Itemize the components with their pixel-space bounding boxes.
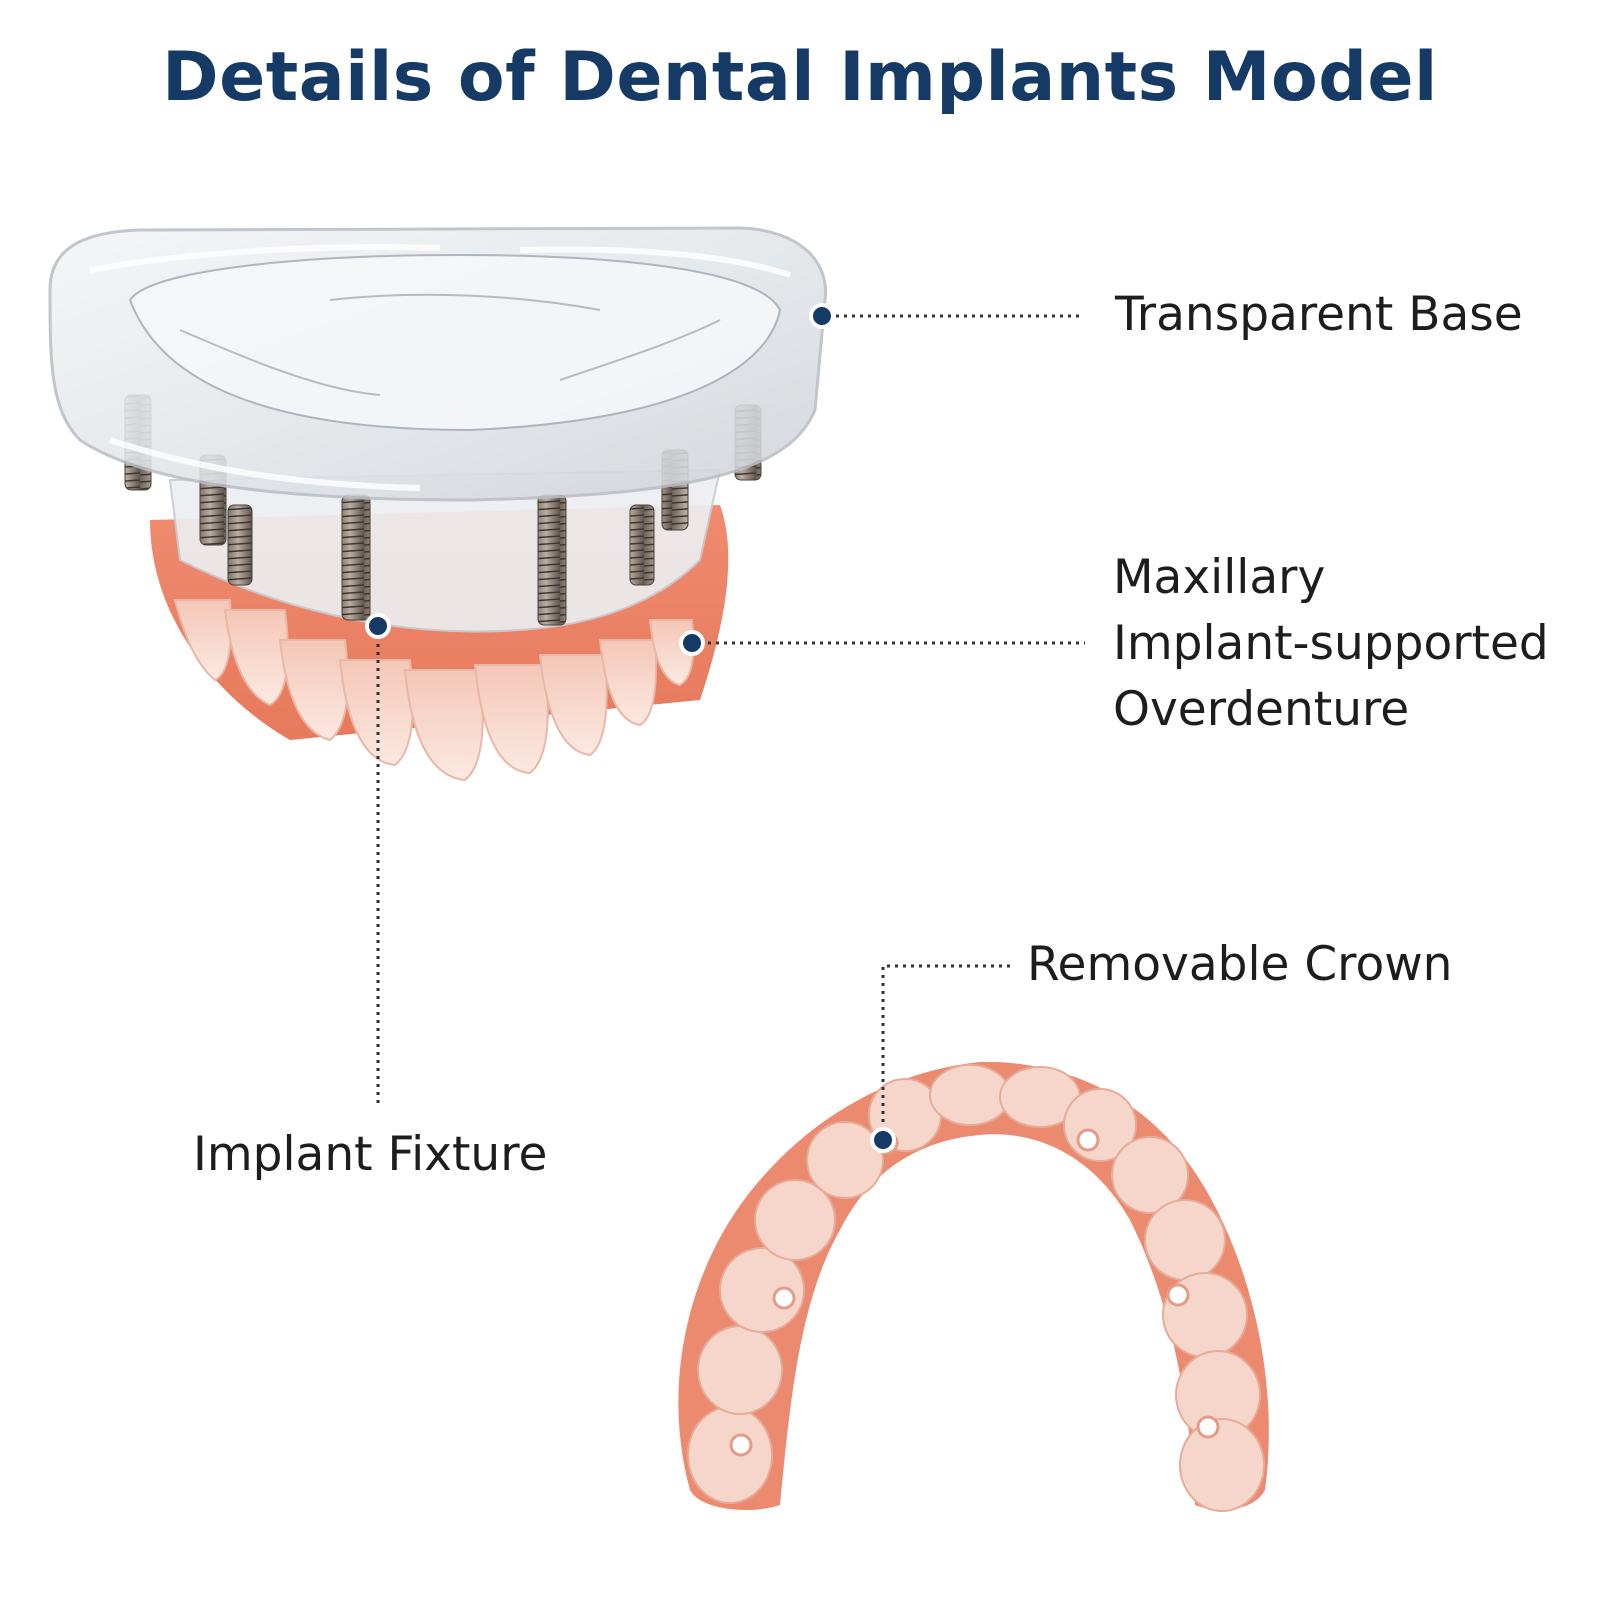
glass-highlights xyxy=(89,244,791,491)
crown-teeth xyxy=(687,1064,1265,1512)
leader-removable-crown xyxy=(881,964,1015,1138)
leader-lines xyxy=(376,314,1085,1138)
page-title: Details of Dental Implants Model xyxy=(162,38,1438,117)
label-overdenture-line3: Overdenture xyxy=(1113,682,1410,737)
label-implant-fixture: Implant Fixture xyxy=(193,1127,548,1182)
marker-implant-fixture xyxy=(365,613,391,639)
palate-cavity xyxy=(128,253,782,432)
label-overdenture: Maxillary Implant-supported Overdenture xyxy=(1113,545,1549,743)
label-overdenture-line2: Implant-supported xyxy=(1113,616,1549,671)
label-overdenture-line1: Maxillary xyxy=(1113,550,1326,605)
overdenture-model xyxy=(48,226,828,782)
upper-teeth xyxy=(173,599,695,782)
marker-transparent-base xyxy=(809,303,835,329)
glass-shadows xyxy=(179,293,721,396)
crown-holes xyxy=(729,1128,1220,1457)
marker-overdenture xyxy=(679,630,705,656)
callout-markers xyxy=(365,303,896,1153)
removable-crown-model xyxy=(678,1061,1269,1512)
label-removable-crown: Removable Crown xyxy=(1027,937,1453,992)
label-transparent-base: Transparent Base xyxy=(1115,287,1523,342)
marker-removable-crown xyxy=(870,1127,896,1153)
glass-lower-body xyxy=(168,468,722,633)
